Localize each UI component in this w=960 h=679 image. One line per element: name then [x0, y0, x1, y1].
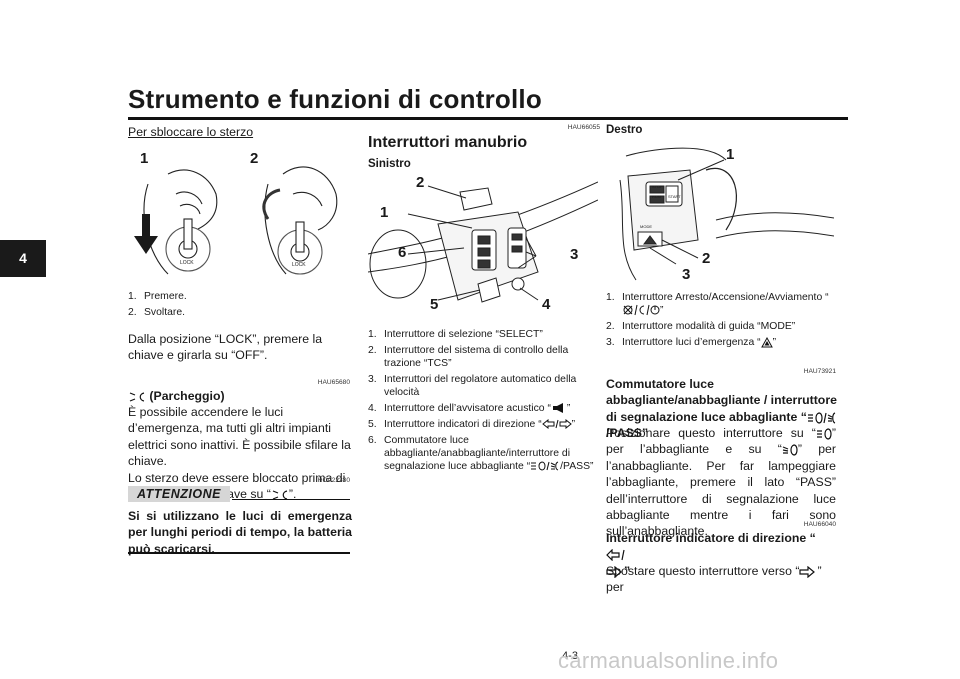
park-light-icon [272, 490, 288, 500]
list-item: 1.Premere. [128, 291, 187, 302]
horn-icon [552, 403, 563, 414]
page-header-title: Strumento e funzioni di controllo [128, 84, 542, 114]
high-beam-icon [816, 428, 832, 440]
low-beam-icon [782, 444, 798, 456]
subtitle-right-switches: Destro [606, 124, 643, 136]
warning-label: ATTENZIONE [128, 486, 230, 502]
list-item: 1.Interruttore Arresto/Accensione/Avviam… [606, 292, 829, 316]
ref-code-hau65680: HAU65680 [317, 379, 350, 386]
section-title-handlebar-switches: Interruttori manubrio [368, 134, 528, 151]
list-item: 4.Interruttore dell’avvisatore acustico … [368, 403, 571, 414]
high-beam-icon [807, 411, 836, 424]
left-switch-illustration [367, 181, 599, 303]
switch-label-stop: STOP [652, 184, 663, 189]
warning-rule [232, 499, 350, 500]
figure-legend-mid: 1.Interruttore di selezione “SELECT” 2.I… [368, 328, 600, 473]
figure-callout-2: 2 [250, 150, 259, 167]
switch-label-start: START [668, 194, 681, 199]
list-item: 3.Interruttore luci d’emergenza “” [606, 336, 777, 348]
park-light-icon [129, 392, 145, 402]
key-lock-label-right: LOCK [292, 262, 306, 268]
section-title-unlock-steering: Per sbloccare lo sterzo [128, 125, 254, 139]
high-beam-icon [531, 461, 559, 471]
figure-callout-5: 5 [430, 296, 439, 313]
ref-code-hau73921: HAU73921 [803, 368, 836, 375]
figure-callout-3: 3 [570, 246, 579, 263]
figure-callout-4: 4 [542, 296, 551, 313]
ref-code-hca22330: HCA22330 [317, 477, 350, 484]
list-item: 2.Interruttore del sistema di controllo … [368, 345, 569, 369]
park-heading: (Parcheggio) [128, 388, 225, 404]
page-number: 4-3 [562, 650, 578, 662]
list-item: 2.Svoltare. [128, 307, 186, 318]
switch-label-mode: MODE [640, 224, 652, 229]
turn-signal-right-icon [799, 565, 816, 578]
paragraph-turn-signal: Spostare questo interruttore verso “” pe… [606, 564, 822, 595]
turn-signal-icon [541, 419, 572, 430]
paragraph-beam-switch: Posizionare questo interruttore su “” pe… [606, 426, 836, 539]
key-lock-label-left: LOCK [180, 260, 194, 266]
turn-signal-right-icon [606, 565, 622, 578]
hazard-icon [760, 336, 773, 348]
list-item: 1.Interruttore di selezione “SELECT” [368, 329, 543, 340]
figure-callout-6: 6 [398, 244, 407, 261]
turn-signal-icon [606, 549, 625, 562]
figure-left-switches: 2 1 6 3 5 4 [367, 172, 599, 320]
watermark: carmanualsonline.info [558, 648, 779, 673]
right-switch-illustration [619, 147, 835, 281]
list-item: 3.Interruttori del regolatore automatico… [368, 374, 577, 398]
figure-callout-1: 1 [726, 146, 735, 163]
warning-bottom-rule [128, 552, 350, 554]
figure-callout-1: 1 [140, 150, 149, 167]
ref-code-hau66055: HAU66055 [567, 124, 600, 131]
subtitle-left-switches: Sinistro [368, 158, 411, 170]
ref-code-hau66040: HAU66040 [803, 521, 836, 528]
figure-right-switches: 1 2 3 STOP RUN START MODE [606, 140, 835, 283]
list-item: 5.Interruttore indicatori di direzione “… [368, 419, 576, 430]
key-illustration [134, 166, 338, 275]
engine-stop-icon [623, 305, 660, 316]
heading-turn-signal: Interruttore indicatore di direzione “” [606, 531, 816, 578]
list-item: 6.Commutatore luce abbagliante/anabbagli… [368, 435, 594, 472]
list-item: 2.Interruttore modalità di guida “MODE” [606, 321, 796, 332]
figure-callout-2: 2 [416, 174, 425, 191]
warning-text: Si si utilizzano le luci di emergenza pe… [128, 509, 352, 556]
figure-callout-2: 2 [702, 250, 711, 267]
paragraph-unlock: Dalla posizione “LOCK”, premere la chiav… [128, 332, 323, 363]
figure-callout-1: 1 [380, 204, 389, 221]
chapter-tab: 4 [0, 240, 46, 277]
figure-key-unlock: 1 2 LOCK LOCK [128, 144, 350, 284]
figure-legend-left: 1.Premere. 2.Svoltare. [128, 290, 350, 319]
switch-label-run: RUN [652, 194, 661, 199]
figure-legend-right: 1.Interruttore Arresto/Accensione/Avviam… [606, 291, 836, 349]
figure-callout-3: 3 [682, 266, 691, 283]
heading-beam-switch: Commutatore luce abbagliante/anabbaglian… [606, 377, 837, 441]
header-rule [128, 117, 848, 120]
